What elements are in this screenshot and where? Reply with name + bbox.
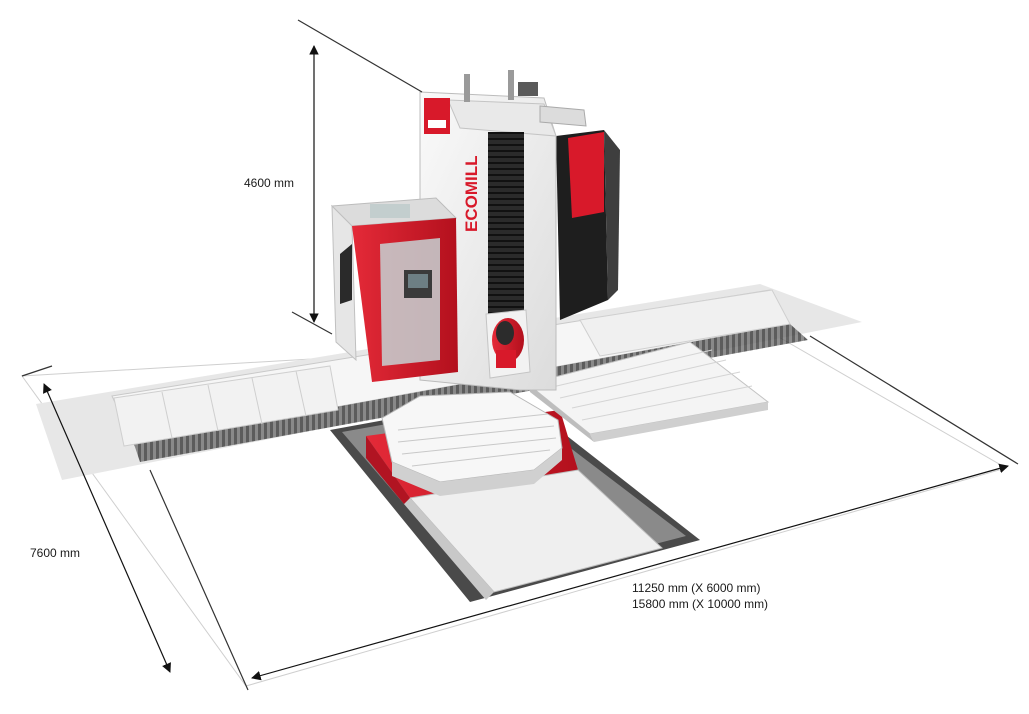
dimension-lines xyxy=(21,19,1019,691)
length-value-1: 11250 mm (X 6000 mm) xyxy=(632,581,761,595)
height-ext-top xyxy=(297,19,423,93)
length-ext-a xyxy=(149,469,249,691)
height-ext-bottom xyxy=(291,311,333,335)
length-dimension-label: 11250 mm (X 6000 mm) 15800 mm (X 10000 m… xyxy=(632,580,768,612)
depth-ext-a xyxy=(21,365,53,377)
depth-dimension-label: 7600 mm xyxy=(30,545,80,561)
height-value: 4600 mm xyxy=(244,176,295,190)
operator-cabin xyxy=(330,197,458,382)
column-brand-label: ECOMILL xyxy=(462,156,481,233)
height-dimension-label: 4600 mm xyxy=(244,175,294,191)
length-arrow xyxy=(251,463,1009,681)
auxiliary-table xyxy=(526,341,770,442)
depth-value: 7600 mm xyxy=(30,546,81,560)
length-value-2: 15800 mm (X 10000 mm) xyxy=(632,597,769,612)
depth-arrow xyxy=(43,383,171,673)
length-ext-b xyxy=(809,335,1019,465)
